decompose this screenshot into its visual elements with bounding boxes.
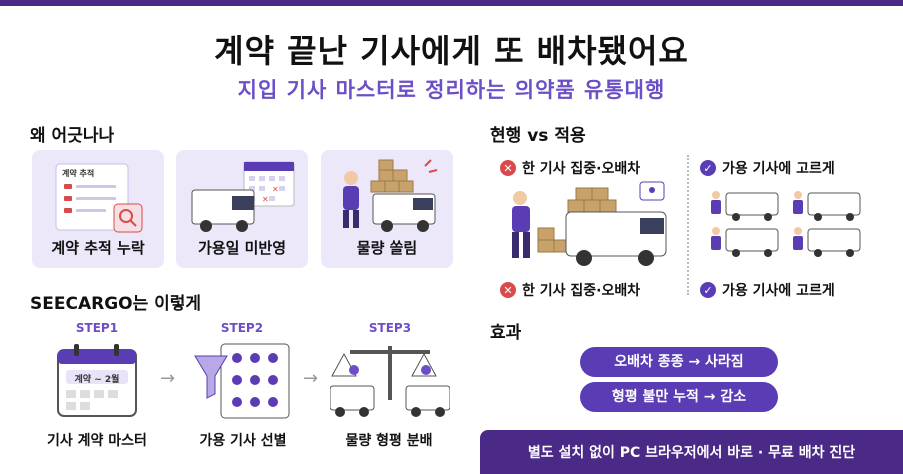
step2-label: STEP2 <box>220 321 264 335</box>
step-arrow: → <box>303 368 319 389</box>
step3-label: STEP3 <box>368 321 412 335</box>
comparison-heading: 현행 vs 적용 <box>490 126 586 146</box>
step3-caption: 물량 형평 분배 <box>345 433 433 449</box>
problem-card-label: 물량 쏠림 <box>356 239 418 257</box>
effects-heading: 효과 <box>490 323 522 343</box>
comparison-divider <box>687 155 689 295</box>
problem-card-label: 가용일 미반영 <box>197 239 287 257</box>
step2-caption: 가용 기사 선별 <box>199 433 287 449</box>
step-arrow: → <box>160 368 176 389</box>
balanced-drivers-illustration <box>711 191 861 257</box>
current-label-top: ✕ 한 기사 집중·오배차 <box>500 158 640 178</box>
funnel-filter-icon <box>194 343 290 419</box>
van-calendar-icon: ✕ ✕ <box>191 161 295 232</box>
effect-pill: 오배차 종종 → 사라짐 <box>580 347 778 377</box>
page-subtitle: 지입 기사 마스터로 정리하는 의약품 유통대행 <box>237 78 666 102</box>
problem-card-label: 계약 추적 누락 <box>51 239 145 257</box>
top-accent-bar <box>0 0 903 6</box>
balance-scale-icon <box>330 346 450 417</box>
applied-label-top: ✓ 가용 기사에 고르게 <box>700 158 835 178</box>
calendar-icon <box>57 344 137 417</box>
calendar-contract-text: 계약 ~ 2월 <box>74 375 120 385</box>
document-search-icon <box>55 163 143 233</box>
solution-heading: SEECARGO는 이렇게 <box>30 294 202 314</box>
step1-label: STEP1 <box>75 321 119 335</box>
svg-text:✕: ✕ <box>262 195 269 204</box>
problems-heading: 왜 어긋나나 <box>30 126 115 146</box>
overloaded-driver-illustration <box>512 181 667 266</box>
x-icon: ✕ <box>500 160 516 176</box>
problem-card-volume-skew: 물량 쏠림 <box>321 150 453 268</box>
check-icon: ✓ <box>700 160 716 176</box>
applied-label-bottom: ✓ 가용 기사에 고르게 <box>700 280 835 300</box>
check-icon: ✓ <box>700 282 716 298</box>
problem-card-availability: ✕ ✕ 가용일 미반영 <box>176 150 308 268</box>
document-title: 계약 추적 <box>62 169 95 178</box>
problem-card-contract-tracking: 계약 추적 계약 추적 누락 <box>32 150 164 268</box>
step1-caption: 기사 계약 마스터 <box>47 433 147 449</box>
cta-banner[interactable]: 별도 설치 없이 PC 브라우저에서 바로 · 무료 배차 진단 <box>480 430 903 474</box>
x-icon: ✕ <box>500 282 516 298</box>
svg-text:✕: ✕ <box>272 185 279 194</box>
overloaded-courier-icon <box>343 159 438 232</box>
page-title: 계약 끝난 기사에게 또 배차됐어요 <box>214 32 689 70</box>
effect-pill: 형평 불만 누적 → 감소 <box>580 382 778 412</box>
current-label-bottom: ✕ 한 기사 집중·오배차 <box>500 280 640 300</box>
